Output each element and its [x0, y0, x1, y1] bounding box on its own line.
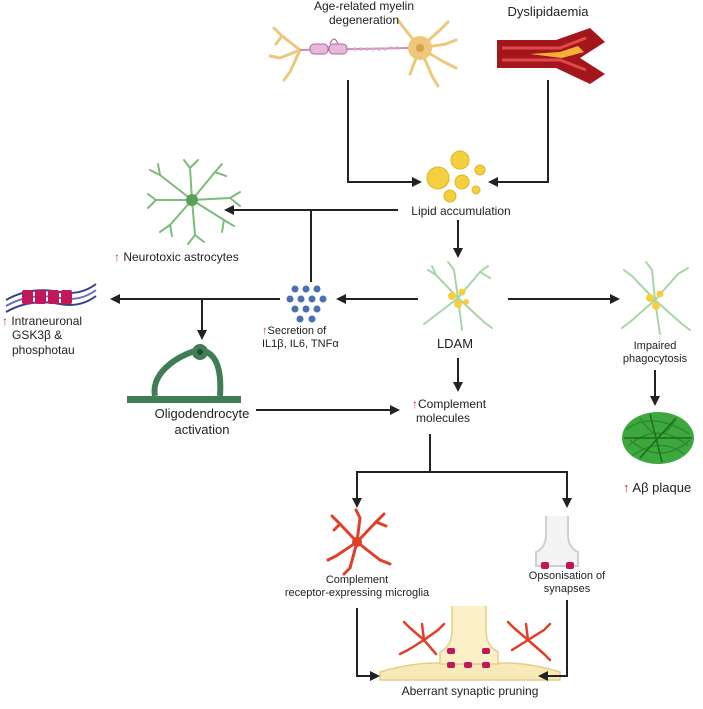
abeta-text: Aβ plaque: [632, 480, 692, 495]
arrow-myelin-to-lipid: [347, 80, 422, 187]
microglia-line1: Complement: [325, 574, 389, 586]
lipid-droplets-icon: [426, 150, 486, 203]
arrow-complement-split: [352, 434, 572, 508]
dyslipidaemia-label: Dyslipidaemia: [507, 4, 589, 19]
intraneuronal-label: ↑ Intraneuronal GSK3β & phosphotau: [2, 314, 82, 357]
myelin-degeneration-label: Age-related myelin degeneration: [314, 0, 414, 28]
arrow-synapse-to-pruning: [538, 600, 568, 681]
impaired-line1: Impaired: [633, 340, 677, 352]
amyloid-plaque-icon: [622, 412, 694, 464]
complement-line1: Complement: [418, 397, 487, 411]
complement-microglia-label: Complement receptor-expressing microglia: [285, 574, 429, 600]
astrocytes-text: Neurotoxic astrocytes: [123, 250, 239, 264]
impaired-microglia-icon: [621, 261, 691, 335]
oligo-line1: Oligodendrocyte: [154, 406, 250, 421]
oligodendrocyte-label: Oligodendrocyte activation: [155, 406, 250, 437]
astrocyte-icon: [147, 159, 241, 245]
arrow-dyslipidaemia-to-lipid: [488, 80, 549, 187]
intraneuronal-line1: Intraneuronal: [11, 314, 83, 328]
increase-arrow-icon: ↑: [412, 397, 418, 411]
opsonisation-label: Opsonisation of synapses: [529, 570, 605, 596]
increase-arrow-icon: ↑: [262, 325, 268, 337]
secretion-line2: IL1β, IL6, TNFα: [262, 338, 339, 351]
cytokines-icon: [286, 285, 327, 323]
aberrant-pruning-label: Aberrant synaptic pruning: [401, 684, 539, 698]
tau-filament-icon: [5, 283, 97, 313]
neurotoxic-astrocytes-label: ↑ Neurotoxic astrocytes: [114, 250, 239, 264]
ldam-microglia-icon: [423, 261, 493, 331]
myelinated-neuron-icon: [268, 18, 458, 88]
synapse-icon: [535, 516, 579, 569]
blood-vessel-icon: [497, 28, 605, 84]
opson-line2: synapses: [543, 583, 591, 596]
arrow-microglia-to-pruning: [356, 608, 380, 681]
complement-molecules-label: ↑Complement molecules: [412, 397, 486, 426]
increase-arrow-icon: ↑: [623, 480, 630, 495]
myelin-label-line2: degeneration: [328, 13, 400, 28]
impaired-phagocytosis-label: Impaired phagocytosis: [623, 340, 687, 366]
opson-line1: Opsonisation of: [528, 570, 606, 582]
ldam-label: LDAM: [436, 336, 474, 351]
impaired-line2: phagocytosis: [622, 353, 688, 366]
secretion-line1: Secretion of: [267, 325, 327, 337]
myelin-label-line1: Age-related myelin: [313, 0, 415, 13]
secretion-label: ↑Secretion of IL1β, IL6, TNFα: [262, 325, 339, 351]
lipid-accumulation-label: Lipid accumulation: [411, 204, 511, 218]
microglia-line2: receptor-expressing microglia: [284, 587, 430, 600]
increase-arrow-icon: ↑: [2, 314, 8, 328]
complement-microglia-icon: [326, 508, 392, 576]
pruning-synapse-icon: [379, 606, 561, 681]
oligo-line2: activation: [174, 421, 230, 437]
complement-line2: molecules: [416, 411, 471, 426]
abeta-plaque-label: ↑ Aβ plaque: [623, 480, 691, 496]
intraneuronal-line3: phosphotau: [12, 342, 75, 357]
oligodendrocyte-icon: [127, 344, 241, 403]
intraneuronal-line2: GSK3β &: [12, 328, 63, 343]
increase-arrow-icon: ↑: [114, 250, 120, 264]
